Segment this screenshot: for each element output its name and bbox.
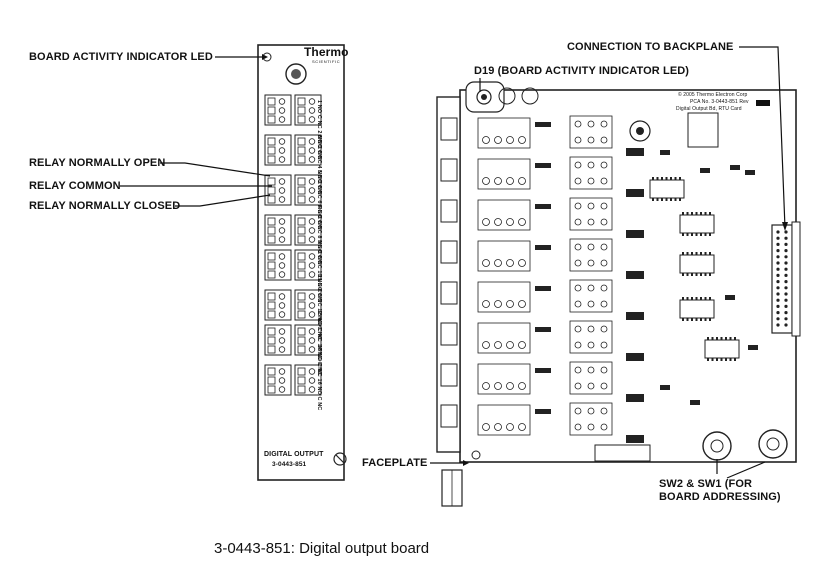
faceplate-panel: [257, 44, 347, 481]
callout-board-activity-led: BOARD ACTIVITY INDICATOR LED: [29, 51, 213, 63]
ic-chip: [679, 252, 715, 276]
callout-relay-common: RELAY COMMON: [29, 180, 121, 192]
sw1-rotary-switch: [758, 429, 788, 459]
callout-arrowheads: [262, 54, 788, 466]
pcb-silk-pca: PCA No. 3-0443-851 Rev: [690, 99, 749, 105]
ic-chip: [679, 297, 715, 321]
relay-terminal-block: [264, 289, 322, 321]
smd-component: [660, 385, 670, 390]
smd-component: [690, 400, 700, 405]
terminal-label: 15 NO C NC 16 NO C NC: [316, 345, 322, 411]
smd-component: [730, 165, 740, 170]
relay-terminal-block: [264, 174, 322, 206]
panel-screw-icon: [333, 452, 347, 466]
pcb-silk-desc: Digital Output Bd, RTU Card: [676, 106, 742, 112]
callout-faceplate: FACEPLATE: [362, 457, 428, 469]
faceplate-brand-sub: SCIENTIFIC: [312, 59, 341, 64]
relay-terminal-block: [264, 214, 322, 246]
relay-terminal-block: [264, 324, 322, 356]
sw2-rotary-switch: [702, 431, 732, 461]
faceplate-brand: Thermo: [304, 45, 349, 59]
relay-channel: [440, 320, 644, 361]
faceplate-model-name: DIGITAL OUTPUT: [264, 451, 324, 458]
ic-chip: [704, 337, 740, 361]
pcb-faceplate-edge: [436, 96, 461, 453]
callout-relay-normally-open: RELAY NORMALLY OPEN: [29, 157, 166, 169]
callout-d19: D19 (BOARD ACTIVITY INDICATOR LED): [474, 65, 690, 77]
relay-channel: [440, 361, 644, 402]
ic-chip: [679, 212, 715, 236]
relay-channel: [440, 197, 644, 238]
faceplate-model-number: 3-0443-851: [272, 461, 307, 468]
smd-component: [660, 150, 670, 155]
callout-relay-normally-closed: RELAY NORMALLY CLOSED: [29, 200, 181, 212]
smd-component: [748, 345, 758, 350]
ribbon-header-connector: [594, 444, 651, 462]
figure-caption: 3-0443-851: Digital output board: [214, 540, 430, 557]
relay-terminal-block: [264, 94, 322, 126]
relay-terminal-block: [264, 364, 322, 396]
smd-component: [725, 295, 735, 300]
relay-channel: [440, 238, 644, 279]
relay-channel: [440, 279, 644, 320]
relay-channel: [440, 115, 644, 156]
smd-component: [745, 170, 755, 175]
pcb-silk-copyright: © 2005 Thermo Electron Corp: [678, 92, 748, 98]
callout-backplane: CONNECTION TO BACKPLANE: [567, 41, 734, 53]
relay-channel: [440, 156, 644, 197]
callout-switches-line1: SW2 & SW1 (FOR: [659, 478, 753, 490]
reset-knob-icon: [285, 63, 307, 85]
relay-channel: [440, 402, 644, 443]
relay-terminal-block: [264, 134, 322, 166]
relay-terminal-block: [264, 249, 322, 281]
callout-switches-line2: BOARD ADDRESSING): [659, 491, 781, 503]
ic-chip: [649, 177, 685, 201]
backplane-connector: [771, 224, 793, 334]
callout-leaders: [120, 46, 786, 479]
smd-component: [700, 168, 710, 173]
pcb-board: [436, 81, 801, 507]
